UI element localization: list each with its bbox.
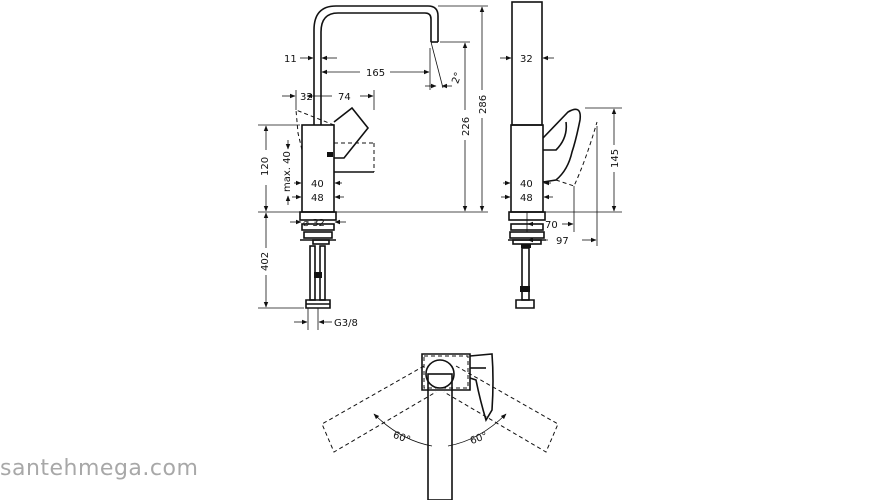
front-view: 11 165 2° 32 74 120 max. 40 40 (258, 5, 489, 330)
dim-front-286: 286 (478, 95, 489, 114)
front-handle (333, 106, 370, 159)
dim-front-dia32: ⌀ 32 (303, 218, 325, 229)
dim-front-thread: G3/8 (334, 318, 358, 329)
front-spout (313, 5, 439, 125)
dim-side-48: 48 (520, 193, 533, 204)
dim-front-165: 165 (366, 68, 385, 79)
dim-top-angle-left: 60° (391, 430, 411, 446)
side-view: 32 145 40 48 70 97 (500, 1, 622, 309)
dim-side-40: 40 (520, 179, 533, 190)
dim-front-74: 74 (338, 92, 351, 103)
dim-front-48: 48 (311, 193, 324, 204)
dim-side-70: 70 (545, 220, 558, 231)
dim-front-angle: 2° (450, 71, 464, 85)
dim-top-angle-right: 60° (469, 431, 489, 447)
dim-side-145: 145 (610, 149, 621, 168)
dim-front-32: 32 (300, 92, 313, 103)
dim-side-97: 97 (556, 236, 569, 247)
dim-front-11: 11 (284, 54, 297, 65)
side-shank (521, 247, 530, 301)
dim-front-40: 40 (311, 179, 324, 190)
dim-front-226: 226 (461, 117, 472, 136)
top-spout (427, 373, 453, 500)
top-handle (469, 353, 494, 422)
dim-front-max40: max. 40 (282, 151, 293, 192)
dim-front-402: 402 (260, 252, 271, 271)
watermark-text: santehmega.com (0, 456, 199, 481)
dim-front-120: 120 (260, 157, 271, 176)
dim-side-32: 32 (520, 54, 533, 65)
top-body (421, 353, 471, 391)
side-handle (542, 108, 582, 183)
top-view: 60° 60° (321, 353, 559, 500)
